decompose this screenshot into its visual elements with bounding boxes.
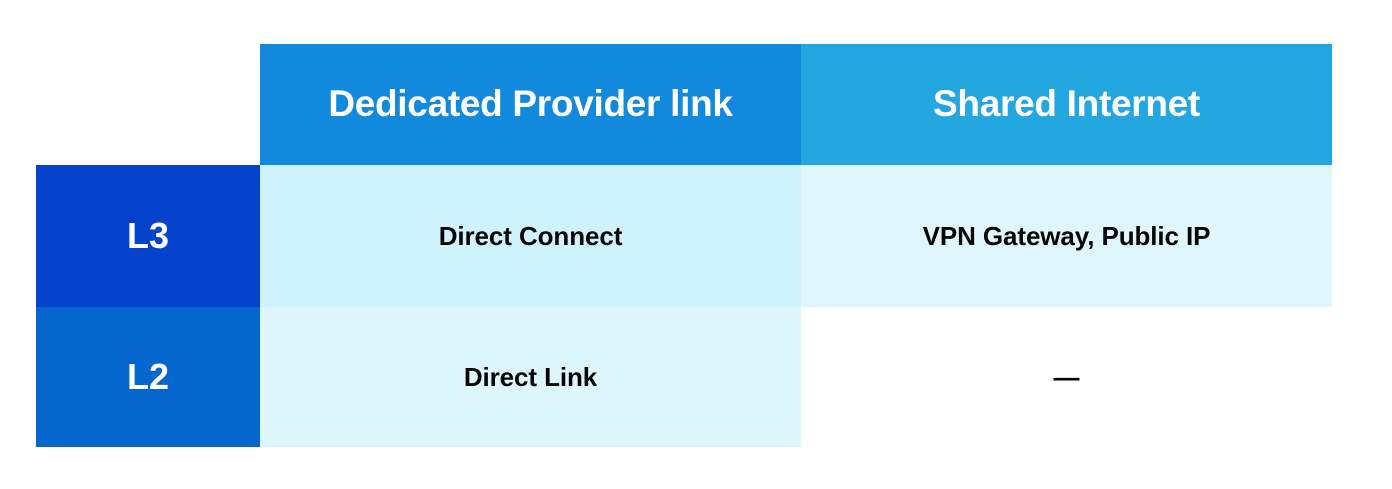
row-header-label: L3 xyxy=(126,215,169,256)
column-header-dedicated-provider-link[interactable]: Dedicated Provider link xyxy=(260,44,801,165)
cell-value: VPN Gateway, Public IP xyxy=(922,220,1211,251)
comparison-table: Dedicated Provider link Shared Internet … xyxy=(36,44,1332,447)
table-cell-l3-shared[interactable]: VPN Gateway, Public IP xyxy=(801,165,1332,307)
column-header-shared-internet[interactable]: Shared Internet xyxy=(801,44,1332,165)
table-cell-l2-shared[interactable]: — xyxy=(801,307,1332,447)
table-cell-l2-dedicated[interactable]: Direct Link xyxy=(260,307,801,447)
row-header-l2[interactable]: L2 xyxy=(36,307,260,447)
row-header-l3[interactable]: L3 xyxy=(36,165,260,307)
table-corner-cell xyxy=(36,44,260,165)
table-cell-l3-dedicated[interactable]: Direct Connect xyxy=(260,165,801,307)
column-header-label: Shared Internet xyxy=(933,83,1200,125)
column-header-label: Dedicated Provider link xyxy=(328,83,733,125)
cell-value: Direct Link xyxy=(463,361,598,392)
em-dash-not-applicable-icon: — xyxy=(1053,362,1080,392)
cell-value: Direct Connect xyxy=(438,220,623,251)
row-header-label: L2 xyxy=(126,356,169,397)
